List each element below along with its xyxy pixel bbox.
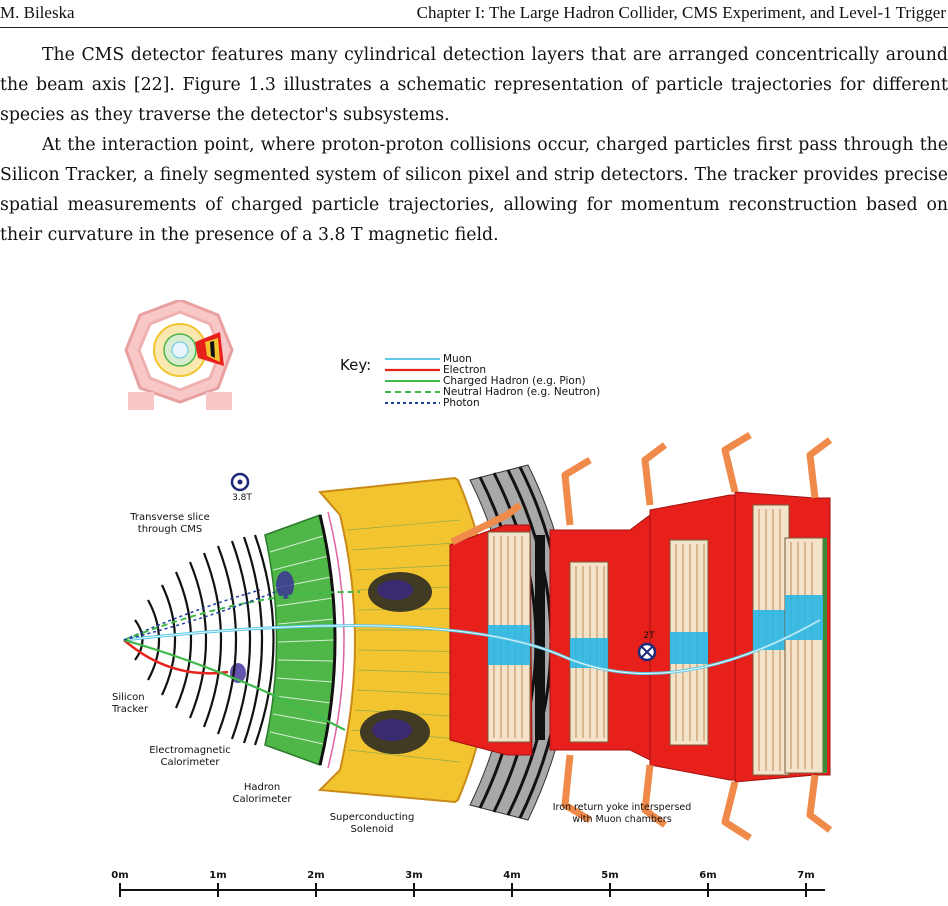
inset-caption-2: through CMS	[138, 524, 202, 535]
label-tracker-2: Tracker	[111, 704, 149, 715]
iron-return-yoke	[449, 431, 833, 841]
photon-track-upper	[123, 589, 261, 641]
figure-drawing: Transverse slice through CMS Key: Muon E…	[111, 300, 833, 841]
header-rule	[0, 27, 948, 28]
legend-label-muon: Muon	[443, 353, 472, 365]
key-title: Key:	[340, 356, 371, 374]
label-ecal-1: Electromagnetic	[149, 745, 231, 756]
particle-tracks	[123, 589, 821, 731]
legend-label-neutral-hadron: Neutral Hadron (e.g. Neutron)	[443, 386, 600, 398]
neutral-hadron-track	[123, 590, 361, 641]
label-ecal-2: Calorimeter	[161, 757, 221, 768]
scale-tick-label: 2m	[307, 870, 324, 881]
label-solenoid-1: Superconducting	[330, 812, 415, 823]
scale-tick-label: 5m	[601, 870, 618, 881]
paragraph-2: At the interaction point, where proton-p…	[0, 135, 948, 245]
inset-caption-1: Transverse slice	[129, 512, 210, 523]
scale-tick-label: 0m	[111, 870, 128, 881]
charged-hadron-track	[123, 638, 346, 731]
label-hcal-2: Calorimeter	[233, 794, 293, 805]
field-label-outer: 2T	[643, 631, 655, 641]
cms-slice-figure: Transverse slice through CMS Key: Muon E…	[111, 300, 833, 897]
hadron-shower-upper	[368, 572, 432, 612]
legend-label-electron: Electron	[443, 364, 486, 376]
scale-ticks: 0m 1m 2m 3m 4m 5m 6m 7m	[111, 870, 815, 897]
silicon-tracker	[134, 534, 275, 746]
paragraph-1: The CMS detector features many cylindric…	[0, 45, 948, 125]
electron-track	[123, 639, 229, 675]
transverse-slice-inset	[124, 300, 234, 410]
label-yoke-2: with Muon chambers	[572, 814, 671, 825]
scale-tick-label: 1m	[209, 870, 226, 881]
label-yoke-1: Iron return yoke interspersed	[553, 802, 692, 813]
field-symbol-inner-icon	[230, 472, 250, 492]
page-header: M. Bileska Chapter I: The Large Hadron C…	[0, 0, 948, 32]
scale-tick-label: 3m	[405, 870, 422, 881]
field-label-inner: 3.8T	[232, 493, 252, 503]
scale-tick-label: 4m	[503, 870, 520, 881]
body-text: The CMS detector features many cylindric…	[0, 40, 948, 250]
header-author: M. Bileska	[0, 3, 75, 22]
electromagnetic-calorimeter	[230, 511, 345, 769]
photon-track	[123, 589, 281, 641]
legend-label-charged-hadron: Charged Hadron (e.g. Pion)	[443, 375, 586, 387]
muon-chambers	[487, 504, 827, 776]
label-hcal-1: Hadron	[244, 782, 280, 793]
label-tracker-1: Silicon	[112, 692, 145, 703]
header-chapter: Chapter I: The Large Hadron Collider, CM…	[416, 3, 946, 22]
scale-tick-label: 6m	[699, 870, 716, 881]
label-solenoid-2: Solenoid	[351, 824, 394, 835]
scale-tick-label: 7m	[797, 870, 814, 881]
legend-label-photon: Photon	[443, 397, 480, 409]
legend: Muon Electron Charged Hadron (e.g. Pion)…	[385, 353, 600, 409]
hadron-shower-lower	[360, 710, 430, 754]
